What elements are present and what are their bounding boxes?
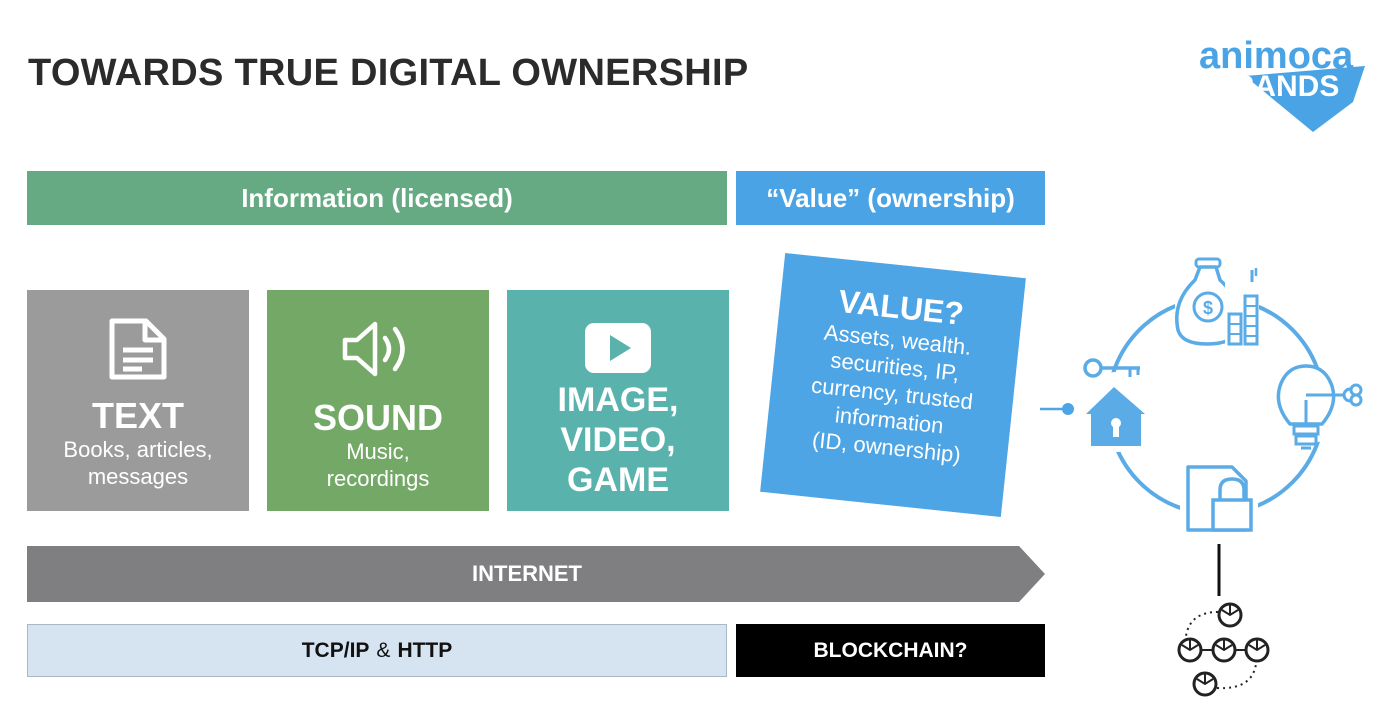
text-card-subtitle-line1: Books, articles, <box>63 437 213 462</box>
house-key-icon <box>1076 358 1156 452</box>
animoca-brands-logo: animoca BRANDS <box>1193 24 1383 136</box>
sound-card-subtitle-line2: recordings <box>326 466 430 491</box>
connector-dot <box>1062 403 1074 415</box>
http-label: HTTP <box>397 638 453 662</box>
money-bag-icon: $ <box>1175 257 1241 346</box>
lightbulb-key-icon <box>1272 364 1363 450</box>
locked-file-icon <box>1180 457 1258 539</box>
media-card-line3: GAME <box>567 461 669 499</box>
media-card-line2: VIDEO, <box>560 421 676 459</box>
media-card: IMAGE, VIDEO, GAME <box>507 290 729 511</box>
protocol-bar: TCP/IP & HTTP <box>27 624 727 677</box>
blockchain-bar: BLOCKCHAIN? <box>736 624 1045 677</box>
sound-card-heading: SOUND <box>312 397 443 438</box>
ampersand-label: & <box>376 638 391 662</box>
svg-text:BRANDS: BRANDS <box>1211 70 1339 103</box>
tcp-ip-label: TCP/IP <box>301 638 370 662</box>
sound-card-subtitle-line1: Music, <box>346 439 410 464</box>
internet-label: INTERNET <box>472 561 582 586</box>
svg-text:$: $ <box>1203 298 1213 318</box>
value-cycle-diagram: $ <box>1040 257 1363 697</box>
text-card-heading: TEXT <box>91 395 184 436</box>
speaker-icon <box>341 320 415 378</box>
page-title: TOWARDS TRUE DIGITAL OWNERSHIP <box>28 52 749 94</box>
text-card-subtitle-line2: messages <box>87 464 189 489</box>
sound-card: SOUND Music, recordings <box>267 290 489 511</box>
media-card-line1: IMAGE, <box>557 381 679 419</box>
value-box: VALUE? Assets, wealth. securities, IP, c… <box>760 253 1026 517</box>
document-icon <box>108 318 168 380</box>
blockchain-network-icon <box>1177 602 1270 697</box>
svg-text:animoca: animoca <box>1199 35 1354 77</box>
coin-stack-icon <box>1225 268 1259 346</box>
value-ownership-band: “Value” (ownership) <box>736 171 1045 225</box>
text-card: TEXT Books, articles, messages <box>27 290 249 511</box>
internet-arrow <box>27 546 1045 602</box>
play-icon <box>584 322 652 374</box>
information-licensed-band: Information (licensed) <box>27 171 727 225</box>
